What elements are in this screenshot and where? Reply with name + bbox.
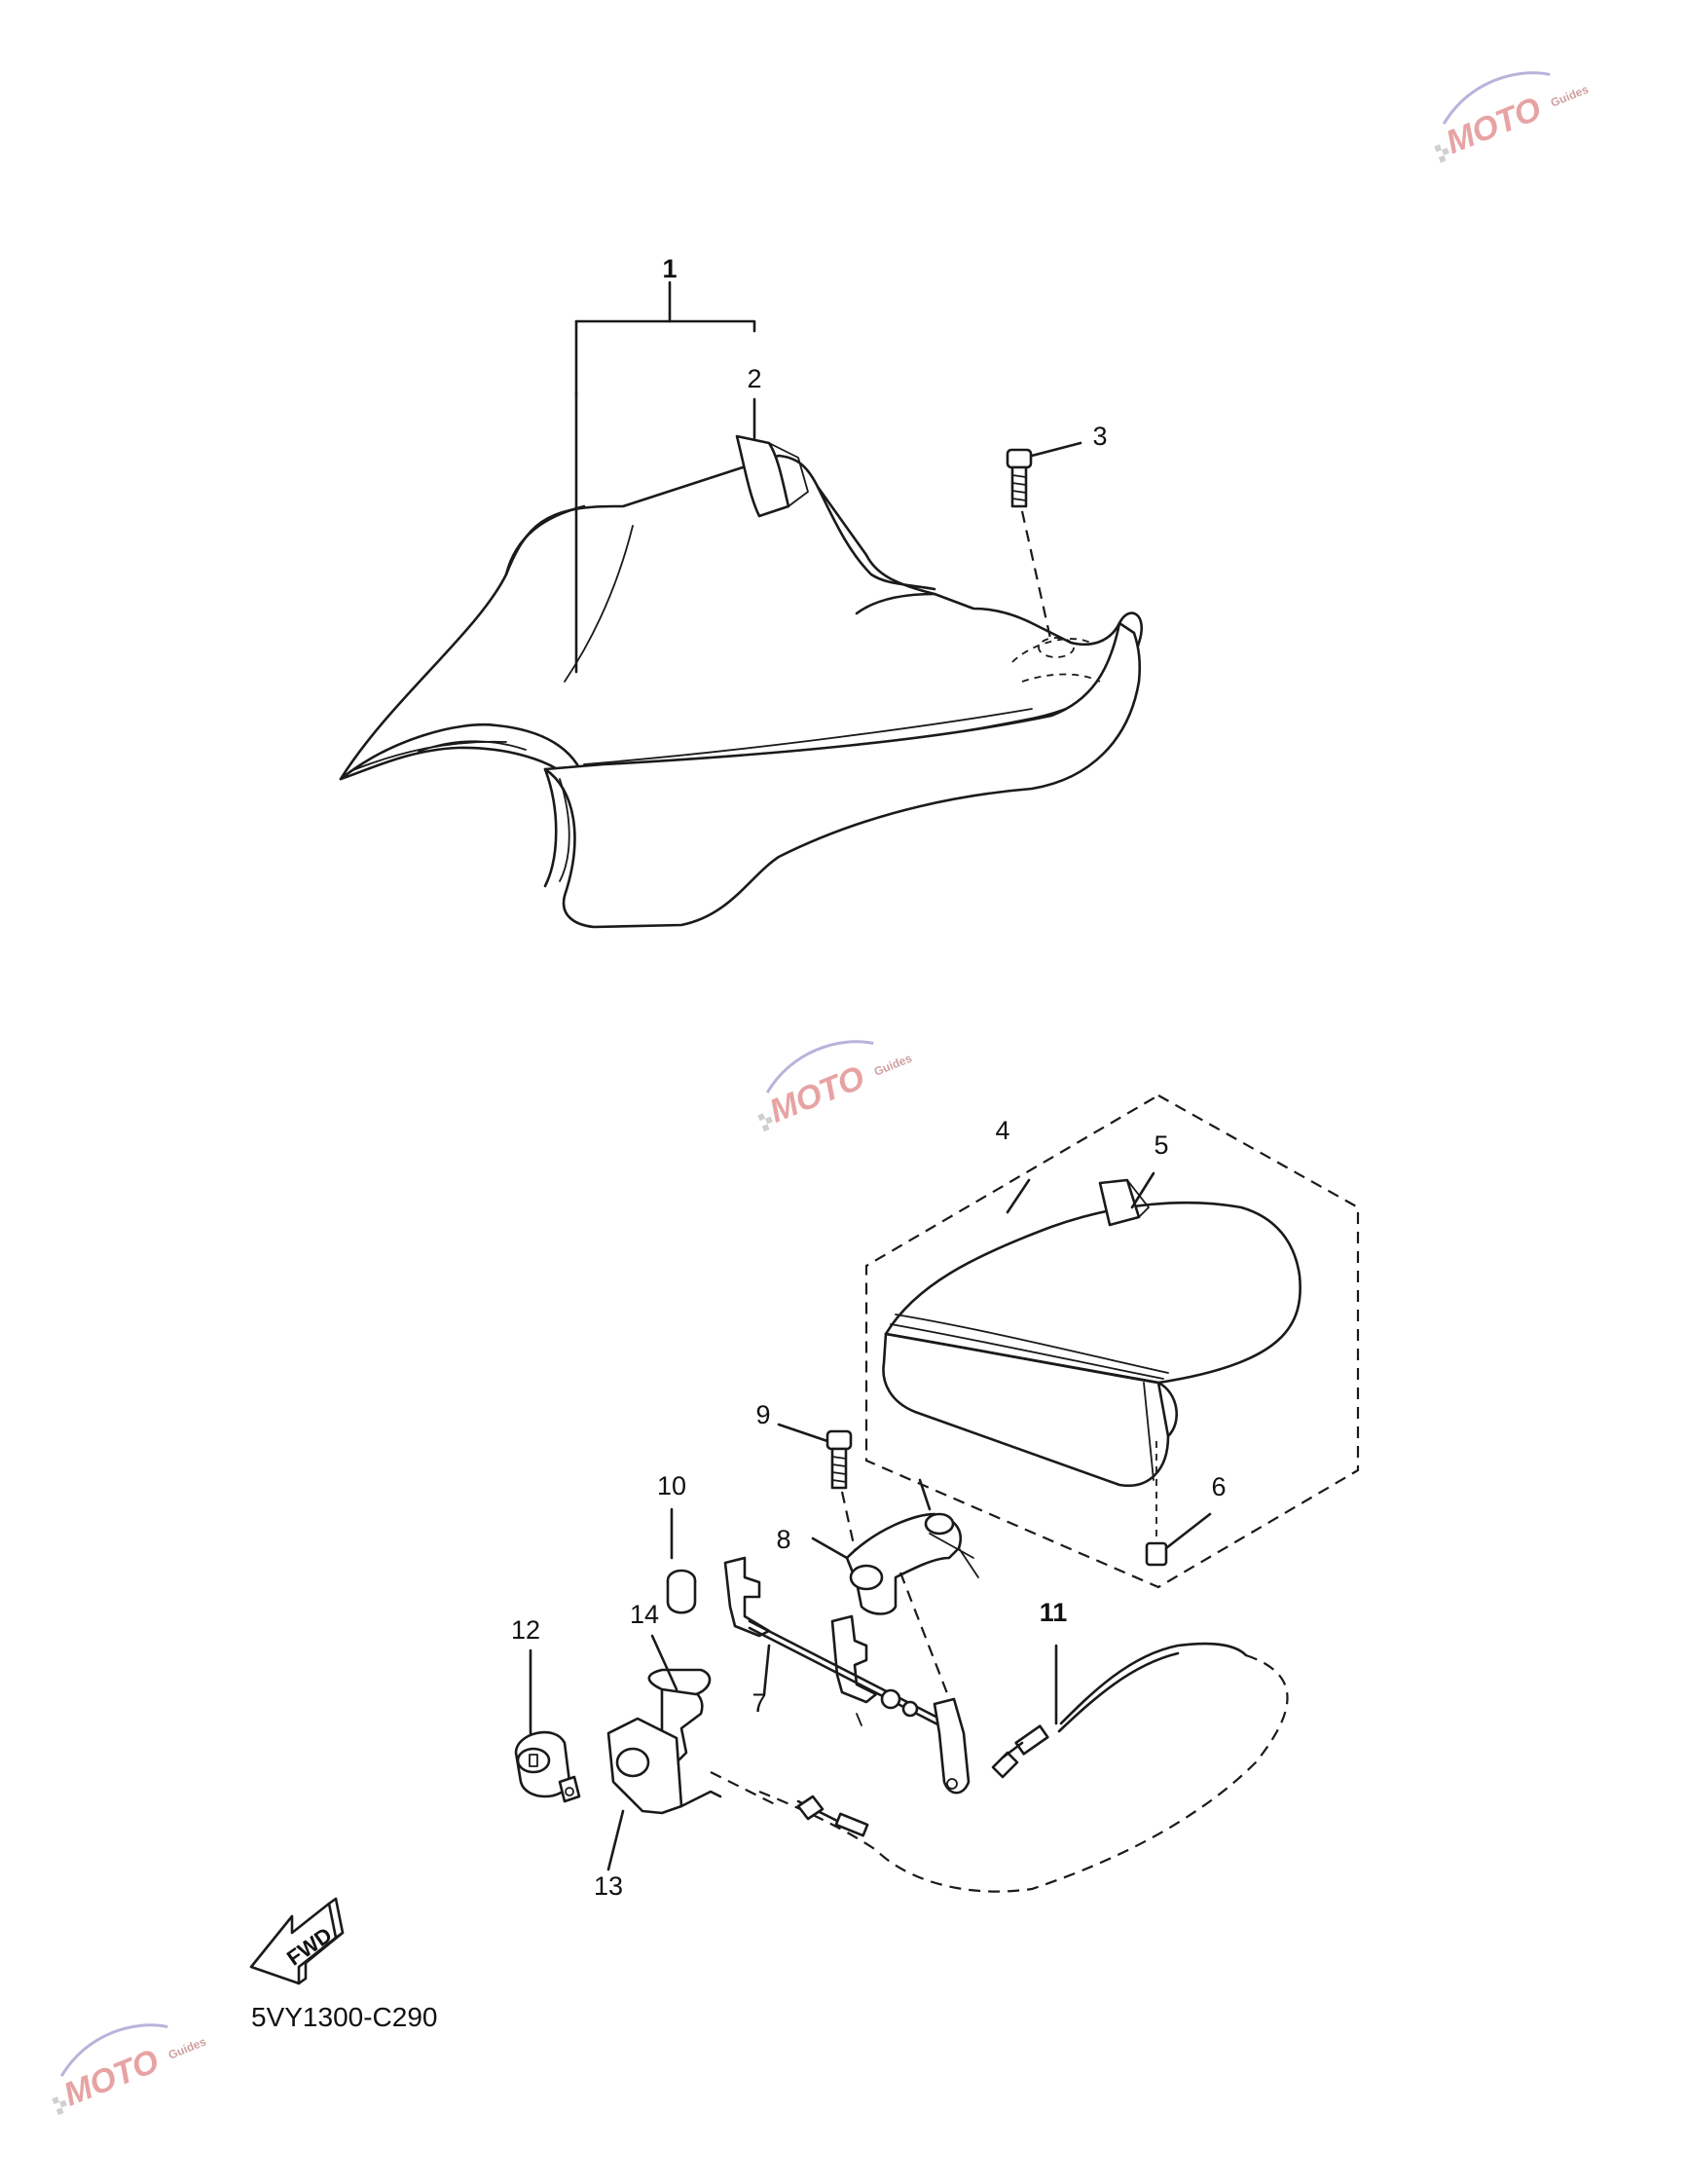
callout-1-bracket <box>574 280 756 674</box>
callout-5: 5 <box>1154 1130 1168 1160</box>
watermark-logo-middle: MOTO Guides <box>757 1040 914 1132</box>
callout-4: 4 <box>995 1116 1009 1145</box>
watermark-brand: MOTO <box>1441 90 1546 161</box>
watermark-sub: Guides <box>166 2034 208 2061</box>
watermark-sub: Guides <box>872 1051 914 1078</box>
callout-3: 3 <box>1092 422 1107 451</box>
watermark-logo-bottom: MOTO Guides <box>52 2023 208 2116</box>
callout-12: 12 <box>511 1615 540 1645</box>
lock-holder-13-14 <box>606 1634 722 1871</box>
bracket-8 <box>811 1478 979 1724</box>
watermark-logo-top: MOTO Guides <box>1434 71 1591 164</box>
bolt-3 <box>1006 441 1082 644</box>
callout-14: 14 <box>630 1600 659 1629</box>
fwd-arrow: FWD <box>249 1897 345 1985</box>
seat-cable-11 <box>710 1642 1289 1893</box>
watermark-brand: MOTO <box>764 1058 869 1129</box>
rider-seat <box>339 434 1143 929</box>
callout-13: 13 <box>594 1871 623 1901</box>
callout-11: 11 <box>1040 1598 1068 1627</box>
callout-6: 6 <box>1211 1472 1226 1501</box>
callout-9: 9 <box>755 1400 770 1429</box>
watermark-brand: MOTO <box>58 2042 164 2113</box>
passenger-seat-group <box>864 1093 1360 1589</box>
callout-10: 10 <box>657 1471 686 1500</box>
bolt-9 <box>777 1423 859 1559</box>
key-cylinder-12 <box>514 1648 581 1803</box>
callout-1: 1 <box>662 254 677 283</box>
watermark-sub: Guides <box>1549 82 1591 109</box>
diagram-code: 5VY1300-C290 <box>251 2002 437 2032</box>
collar-10 <box>666 1507 697 1614</box>
callout-2: 2 <box>747 364 761 393</box>
latch-rod-7 <box>723 1556 971 1795</box>
callout-8: 8 <box>776 1525 790 1554</box>
callout-7: 7 <box>751 1688 766 1718</box>
